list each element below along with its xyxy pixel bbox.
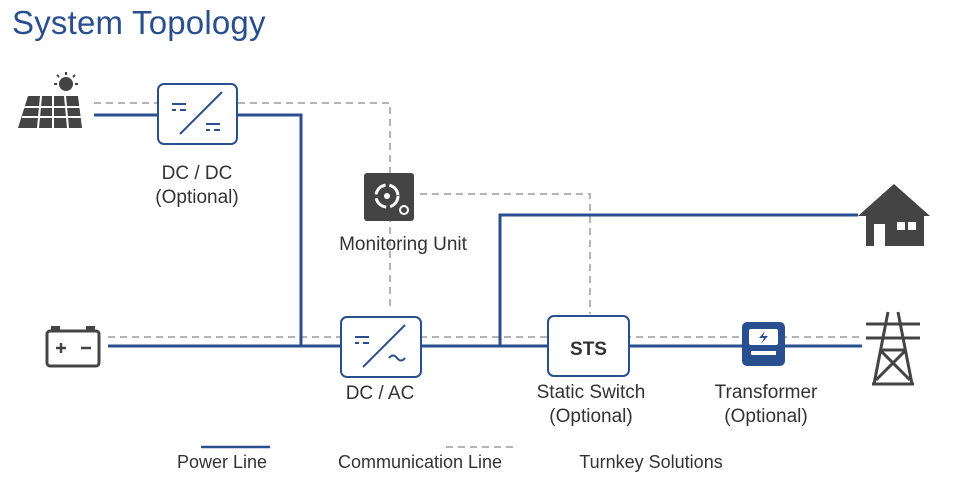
battery-icon [45,326,101,368]
sts-box-text: STS [570,339,607,360]
dcac-label-line1: DC / AC [345,383,415,404]
dcac-box [340,316,422,378]
transmission-tower-icon [866,311,920,386]
dcdc-label: DC / DC (Optional) [155,162,238,210]
legend-communication-line: Communication Line [337,452,503,472]
legend-turnkey-solutions: Turnkey Solutions [579,452,723,472]
power-lines [94,113,862,348]
dcdc-label-line1: DC / DC [161,163,233,184]
comm-line-monitor-sts [420,193,591,314]
monitoring-unit-icon [364,173,414,221]
solar-panel-icon [18,72,82,129]
house-icon [858,184,930,246]
sts-label-line2: (Optional) [549,406,633,427]
comm-line-solar [94,102,391,310]
dcdc-label-line2: (Optional) [155,187,239,208]
transformer-label-line2: (Optional) [724,406,808,427]
transformer-icon [742,322,785,366]
sts-label: Static Switch (Optional) [537,381,646,429]
page-title: System Topology [12,4,266,41]
legend-power-line: Power Line [176,452,268,472]
dcac-label: DC / AC [346,382,415,406]
power-line-house [498,213,858,346]
sts-box: STS [547,315,630,377]
dcdc-box [157,83,238,145]
monitoring-label-line1: Monitoring Unit [339,234,467,255]
transformer-label-line1: Transformer [714,382,818,403]
monitoring-label: Monitoring Unit [339,233,467,257]
sts-label-line1: Static Switch [536,382,646,403]
power-line-dcdc [237,113,303,346]
transformer-label: Transformer (Optional) [715,381,818,429]
